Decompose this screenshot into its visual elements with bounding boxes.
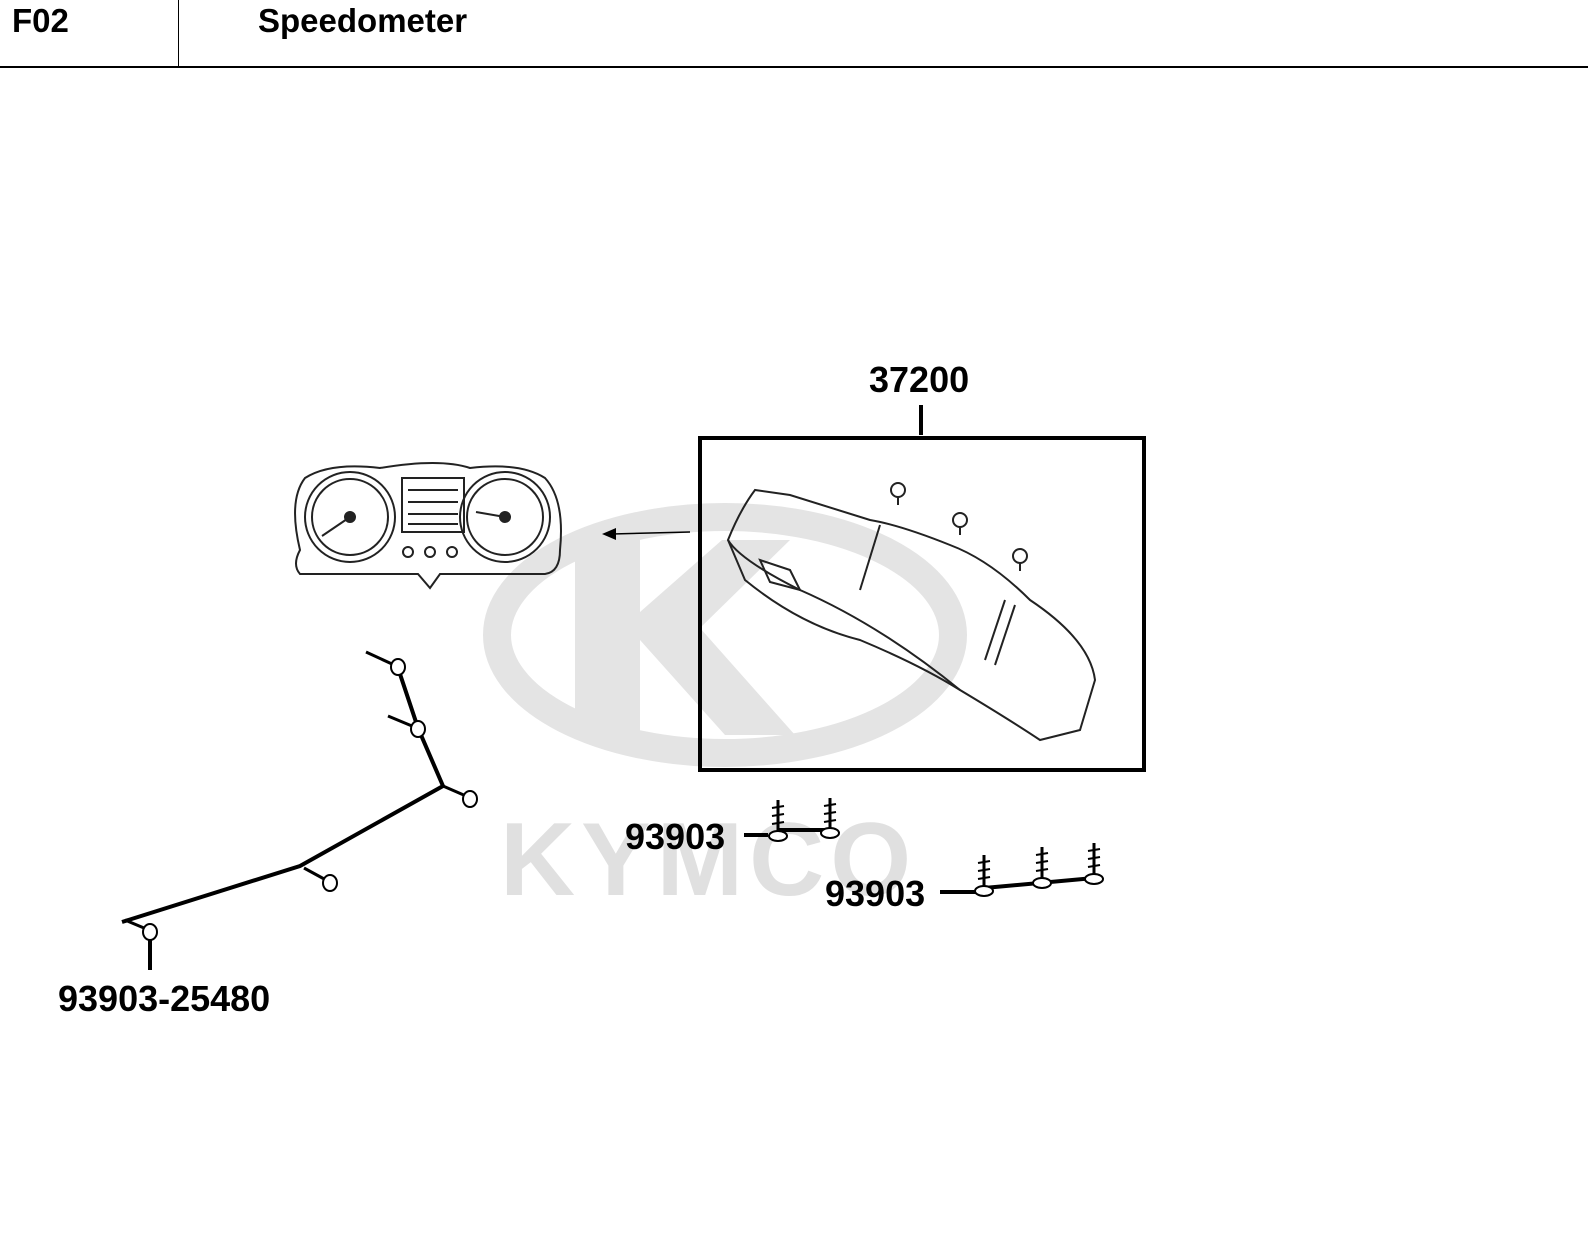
header-divider — [178, 0, 179, 68]
mount-bolt-2 — [952, 512, 968, 535]
page-title: Speedometer — [258, 2, 468, 39]
part-label-93903-25480: 93903-25480 — [58, 978, 270, 1019]
screw-icon — [387, 714, 426, 738]
watermark-text: KYMCO — [500, 802, 917, 918]
mount-bolt-3 — [1012, 548, 1028, 571]
speedometer-front-icon — [294, 462, 562, 590]
watermark-k-icon — [575, 540, 795, 735]
screw-group-upper — [744, 798, 840, 842]
part-label-37200: 37200 — [869, 359, 969, 400]
screw-group-lower — [940, 843, 1104, 897]
assembly-frame — [698, 436, 1146, 772]
screw-icon — [974, 855, 994, 897]
screw-icon — [303, 866, 338, 892]
screw-icon — [820, 798, 840, 839]
screw-icon — [442, 784, 478, 808]
section-code: F02 — [12, 2, 69, 39]
mount-bolt-1 — [890, 482, 906, 505]
screw-chain — [121, 650, 478, 970]
screw-icon — [365, 650, 406, 676]
screw-icon — [768, 800, 788, 842]
screw-icon — [124, 918, 158, 941]
part-label-93903-upper: 93903 — [625, 816, 725, 857]
part-label-93903-lower: 93903 — [825, 873, 925, 914]
header-bar: F02 Speedometer — [0, 0, 1588, 68]
screw-icon — [1032, 847, 1052, 889]
screw-icon — [1084, 843, 1104, 885]
watermark-ellipse — [483, 503, 967, 767]
kymco-watermark: KYMCO — [483, 503, 967, 918]
speedometer-side-icon — [726, 482, 1097, 742]
direction-arrow — [602, 528, 691, 540]
